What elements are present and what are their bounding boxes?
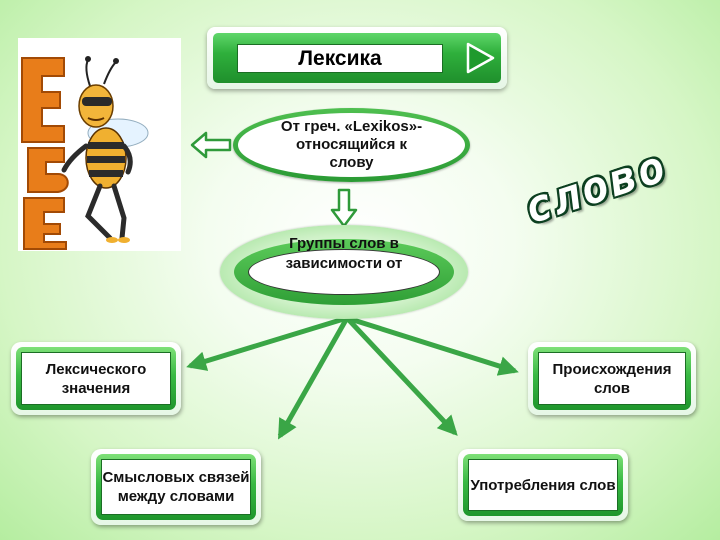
- category-lexical-meaning-frame: Лексического значения: [16, 347, 176, 410]
- groups-text: Группы слов в зависимости от: [285, 235, 403, 272]
- category-origin: Происхождения слов: [528, 342, 696, 415]
- title-banner: Лексика: [207, 27, 507, 89]
- category-origin-label: Происхождения слов: [538, 352, 686, 405]
- category-semantic-links-label: Смысловых связей между словами: [101, 459, 251, 515]
- category-semantic-links: Смысловых связей между словами: [91, 449, 261, 525]
- category-lexical-meaning-label: Лексического значения: [21, 352, 171, 405]
- bee-character: [61, 56, 149, 243]
- etymology-text: От греч. «Lexikos»- относящийся к слову: [280, 118, 423, 171]
- groups-oval: [220, 225, 468, 319]
- category-origin-frame: Происхождения слов: [533, 347, 691, 410]
- category-semantic-links-frame: Смысловых связей между словами: [96, 454, 256, 520]
- bee-picture: [21, 56, 149, 250]
- play-triangle-icon[interactable]: [463, 41, 497, 75]
- letters-graphic: [21, 57, 69, 250]
- category-usage-frame: Употребления слов: [463, 454, 623, 516]
- bee-illustration: [18, 38, 181, 251]
- arrow-to-origin: [346, 315, 519, 376]
- arrow-to-lexical-meaning: [186, 315, 348, 371]
- arrow-to-semantic-links: [277, 316, 350, 440]
- down-arrow-icon: [330, 188, 358, 228]
- etymology-oval-inner: От греч. «Lexikos»- относящийся к слову: [238, 113, 465, 177]
- category-usage-label: Употребления слов: [468, 459, 618, 511]
- groups-oval-inner: [248, 249, 440, 295]
- category-lexical-meaning: Лексического значения: [11, 342, 181, 415]
- page-title: Лексика: [237, 44, 443, 73]
- category-usage: Употребления слов: [458, 449, 628, 521]
- left-arrow-icon: [190, 131, 232, 159]
- title-banner-body: Лексика: [213, 33, 501, 83]
- groups-oval-ring: [234, 239, 454, 305]
- arrow-to-usage: [345, 316, 458, 436]
- etymology-oval: От греч. «Lexikos»- относящийся к слову: [233, 108, 470, 182]
